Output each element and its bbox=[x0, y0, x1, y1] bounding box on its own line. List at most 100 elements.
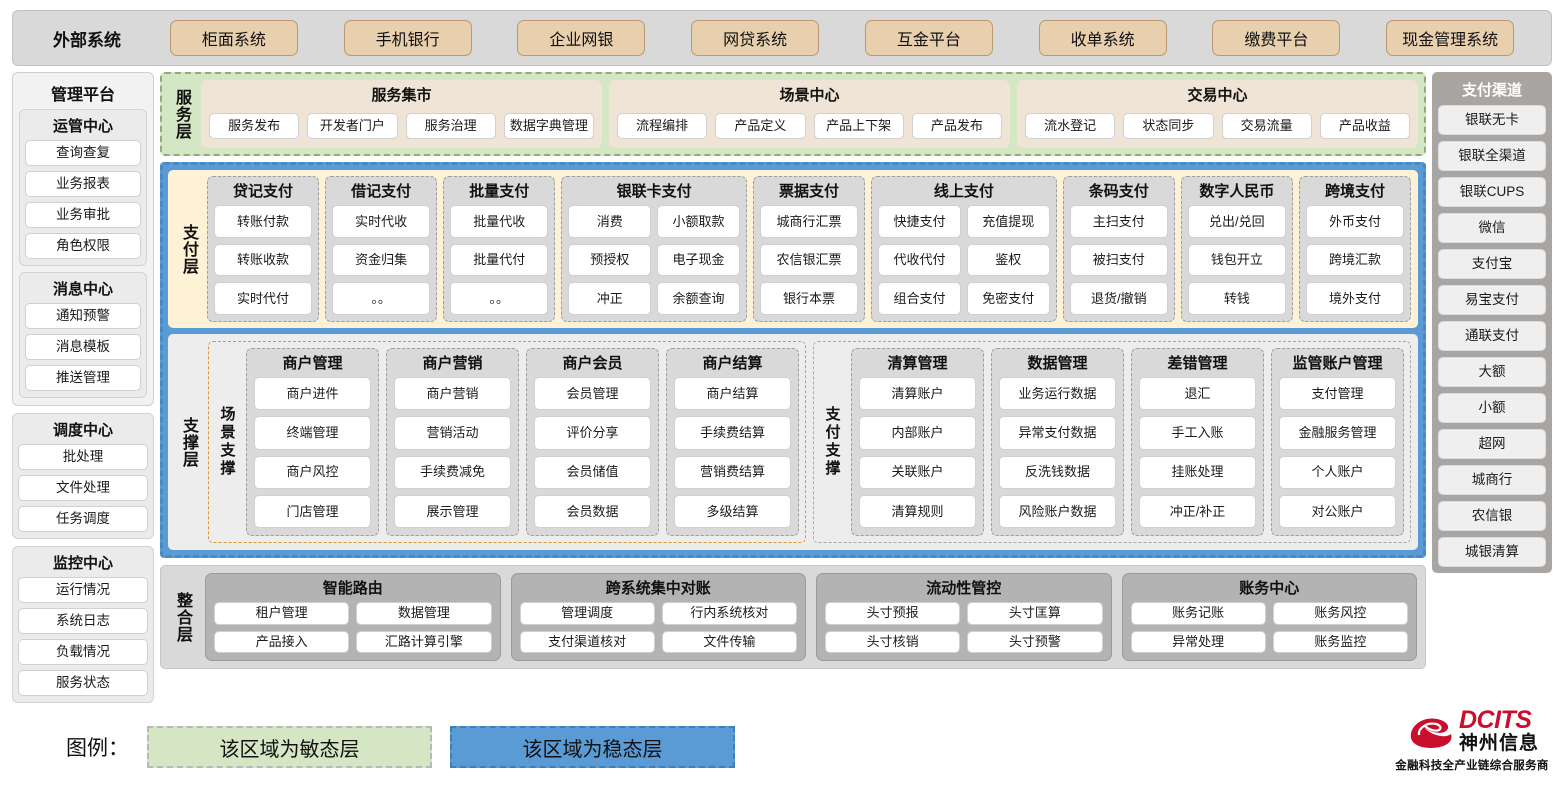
payment-channel-item[interactable]: 城银清算 bbox=[1438, 537, 1546, 567]
support-item[interactable]: 商户风控 bbox=[254, 455, 371, 489]
service-item[interactable]: 流程编排 bbox=[617, 112, 708, 139]
payment-item[interactable]: 。。 bbox=[332, 282, 431, 316]
service-item[interactable]: 服务发布 bbox=[209, 112, 300, 139]
payment-item[interactable]: 快捷支付 bbox=[878, 205, 961, 238]
payment-item[interactable]: 资金归集 bbox=[332, 243, 431, 277]
payment-item[interactable]: 主扫支付 bbox=[1069, 205, 1168, 238]
external-system-button[interactable]: 收单系统 bbox=[1038, 20, 1167, 56]
external-system-button[interactable]: 柜面系统 bbox=[169, 20, 298, 56]
payment-channel-item[interactable]: 银联CUPS bbox=[1438, 177, 1546, 207]
payment-item[interactable]: 小额取款 bbox=[657, 205, 740, 238]
integration-item[interactable]: 文件传输 bbox=[661, 630, 797, 653]
payment-item[interactable]: 被扫支付 bbox=[1069, 243, 1168, 277]
management-item[interactable]: 运行情况 bbox=[18, 577, 148, 603]
integration-item[interactable]: 头寸预警 bbox=[967, 630, 1103, 653]
support-item[interactable]: 营销活动 bbox=[394, 416, 511, 450]
support-item[interactable]: 多级结算 bbox=[674, 494, 791, 528]
support-item[interactable]: 风险账户数据 bbox=[999, 494, 1116, 528]
external-system-button[interactable]: 网贷系统 bbox=[691, 20, 820, 56]
payment-item[interactable]: 转账收款 bbox=[214, 243, 313, 277]
payment-channel-item[interactable]: 超网 bbox=[1438, 429, 1546, 459]
management-item[interactable]: 批处理 bbox=[18, 444, 148, 470]
service-item[interactable]: 服务治理 bbox=[405, 112, 496, 139]
payment-item[interactable]: 批量代收 bbox=[450, 205, 549, 238]
payment-channel-item[interactable]: 城商行 bbox=[1438, 465, 1546, 495]
support-item[interactable]: 营销费结算 bbox=[674, 455, 791, 489]
payment-channel-item[interactable]: 大额 bbox=[1438, 357, 1546, 387]
payment-item[interactable]: 预授权 bbox=[568, 243, 652, 277]
payment-channel-item[interactable]: 小额 bbox=[1438, 393, 1546, 423]
service-item[interactable]: 状态同步 bbox=[1123, 112, 1214, 139]
management-item[interactable]: 业务审批 bbox=[25, 202, 141, 228]
support-item[interactable]: 对公账户 bbox=[1279, 494, 1396, 528]
integration-item[interactable]: 头寸预报 bbox=[825, 602, 961, 625]
service-item[interactable]: 产品收益 bbox=[1319, 112, 1410, 139]
integration-item[interactable]: 账务风控 bbox=[1272, 602, 1408, 625]
support-item[interactable]: 门店管理 bbox=[254, 494, 371, 528]
service-item[interactable]: 流水登记 bbox=[1025, 112, 1116, 139]
support-item[interactable]: 个人账户 bbox=[1279, 455, 1396, 489]
integration-item[interactable]: 管理调度 bbox=[519, 602, 655, 625]
support-item[interactable]: 挂账处理 bbox=[1139, 455, 1256, 489]
support-item[interactable]: 内部账户 bbox=[859, 416, 976, 450]
integration-item[interactable]: 账务监控 bbox=[1272, 630, 1408, 653]
support-item[interactable]: 会员数据 bbox=[534, 494, 651, 528]
payment-item[interactable]: 银行本票 bbox=[759, 282, 859, 316]
payment-channel-item[interactable]: 微信 bbox=[1438, 213, 1546, 243]
payment-channel-item[interactable]: 支付宝 bbox=[1438, 249, 1546, 279]
support-item[interactable]: 反洗钱数据 bbox=[999, 455, 1116, 489]
service-item[interactable]: 数据字典管理 bbox=[503, 112, 594, 139]
payment-item[interactable]: 外币支付 bbox=[1305, 205, 1404, 238]
management-item[interactable]: 通知预警 bbox=[25, 303, 141, 329]
payment-item[interactable]: 代收代付 bbox=[878, 243, 961, 277]
payment-channel-item[interactable]: 易宝支付 bbox=[1438, 285, 1546, 315]
service-item[interactable]: 交易流量 bbox=[1221, 112, 1312, 139]
support-item[interactable]: 清算规则 bbox=[859, 494, 976, 528]
payment-channel-item[interactable]: 银联全渠道 bbox=[1438, 141, 1546, 171]
support-item[interactable]: 手续费结算 bbox=[674, 416, 791, 450]
management-item[interactable]: 查询查复 bbox=[25, 140, 141, 166]
support-item[interactable]: 会员管理 bbox=[534, 377, 651, 411]
support-item[interactable]: 手续费减免 bbox=[394, 455, 511, 489]
support-item[interactable]: 商户进件 bbox=[254, 377, 371, 411]
management-item[interactable]: 任务调度 bbox=[18, 506, 148, 532]
payment-item[interactable]: 充值提现 bbox=[966, 205, 1050, 238]
support-item[interactable]: 终端管理 bbox=[254, 416, 371, 450]
integration-item[interactable]: 头寸核销 bbox=[825, 630, 961, 653]
payment-channel-item[interactable]: 通联支付 bbox=[1438, 321, 1546, 351]
external-system-button[interactable]: 缴费平台 bbox=[1212, 20, 1341, 56]
support-item[interactable]: 业务运行数据 bbox=[999, 377, 1116, 411]
integration-item[interactable]: 数据管理 bbox=[356, 602, 492, 625]
external-system-button[interactable]: 现金管理系统 bbox=[1386, 20, 1515, 56]
support-item[interactable]: 手工入账 bbox=[1139, 416, 1256, 450]
support-item[interactable]: 冲正/补正 bbox=[1139, 494, 1256, 528]
management-item[interactable]: 服务状态 bbox=[18, 670, 148, 696]
payment-item[interactable]: 电子现金 bbox=[657, 243, 740, 277]
management-item[interactable]: 负载情况 bbox=[18, 639, 148, 665]
payment-item[interactable]: 钱包开立 bbox=[1187, 243, 1286, 277]
payment-item[interactable]: 消费 bbox=[568, 205, 652, 238]
service-item[interactable]: 产品发布 bbox=[911, 112, 1002, 139]
payment-item[interactable]: 退货/撤销 bbox=[1069, 282, 1168, 316]
integration-item[interactable]: 产品接入 bbox=[214, 630, 350, 653]
payment-item[interactable]: 城商行汇票 bbox=[759, 205, 859, 238]
integration-item[interactable]: 支付渠道核对 bbox=[519, 630, 655, 653]
integration-item[interactable]: 行内系统核对 bbox=[661, 602, 797, 625]
support-item[interactable]: 关联账户 bbox=[859, 455, 976, 489]
external-system-button[interactable]: 手机银行 bbox=[343, 20, 472, 56]
support-item[interactable]: 退汇 bbox=[1139, 377, 1256, 411]
external-system-button[interactable]: 企业网银 bbox=[517, 20, 646, 56]
payment-item[interactable]: 余额查询 bbox=[657, 282, 740, 316]
management-item[interactable]: 消息模板 bbox=[25, 334, 141, 360]
integration-item[interactable]: 头寸匡算 bbox=[967, 602, 1103, 625]
support-item[interactable]: 金融服务管理 bbox=[1279, 416, 1396, 450]
management-item[interactable]: 文件处理 bbox=[18, 475, 148, 501]
management-item[interactable]: 角色权限 bbox=[25, 233, 141, 259]
payment-item[interactable]: 转账付款 bbox=[214, 205, 313, 238]
external-system-button[interactable]: 互金平台 bbox=[864, 20, 993, 56]
service-item[interactable]: 产品定义 bbox=[715, 112, 806, 139]
payment-channel-item[interactable]: 农信银 bbox=[1438, 501, 1546, 531]
management-item[interactable]: 系统日志 bbox=[18, 608, 148, 634]
support-item[interactable]: 展示管理 bbox=[394, 494, 511, 528]
service-item[interactable]: 开发者门户 bbox=[307, 112, 398, 139]
